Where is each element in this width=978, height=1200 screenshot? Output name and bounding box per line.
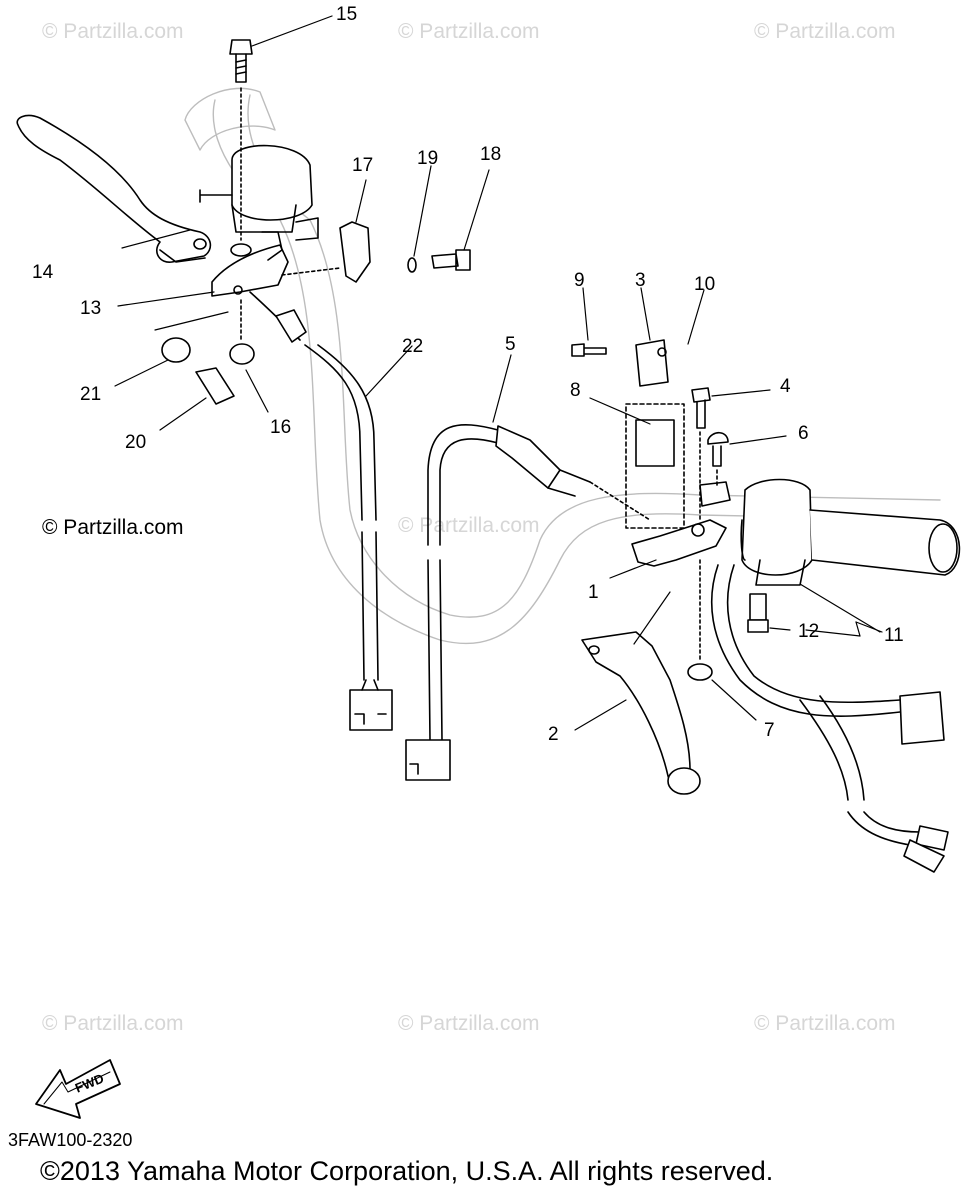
master-cylinder — [199, 144, 319, 241]
bolt-9 — [571, 343, 607, 357]
bolt-18 — [431, 249, 471, 271]
bracket-1 — [631, 481, 731, 567]
lever-2 — [581, 631, 701, 795]
clamp-13 — [211, 231, 289, 297]
bolt-20 — [195, 367, 235, 405]
watermark: © Partzilla.com — [398, 514, 540, 537]
callout-12: 12 — [798, 621, 820, 642]
callout-8: 8 — [570, 380, 581, 401]
callout-9: 9 — [574, 270, 585, 291]
fwd-arrow — [35, 1059, 121, 1119]
callout-3: 3 — [635, 270, 646, 291]
callout-22: 22 — [402, 336, 424, 357]
callout-16: 16 — [270, 417, 292, 438]
watermark: © Partzilla.com — [42, 20, 184, 43]
nut-16 — [229, 343, 255, 365]
callout-19: 19 — [417, 148, 439, 169]
screw-12 — [747, 593, 769, 633]
washer-19 — [407, 257, 417, 273]
watermark: © Partzilla.com — [398, 20, 540, 43]
screw-6 — [707, 431, 729, 487]
callout-21: 21 — [80, 384, 102, 405]
callout-7: 7 — [764, 720, 775, 741]
part-3 — [635, 339, 669, 387]
bolt-4 — [691, 387, 711, 521]
callout-4: 4 — [780, 376, 791, 397]
copyright-text: ©2013 Yamaha Motor Corporation, U.S.A. A… — [40, 1156, 774, 1186]
diagram-code: 3FAW100-2320 — [8, 1130, 133, 1150]
watermark: © Partzilla.com — [398, 1012, 540, 1035]
callout-20: 20 — [125, 432, 147, 453]
small-parts — [161, 221, 471, 405]
callout-5: 5 — [505, 334, 516, 355]
lever-14 — [16, 114, 212, 263]
cable-5 — [405, 424, 651, 781]
callout-10: 10 — [694, 274, 716, 295]
watermark: © Partzilla.com — [754, 20, 896, 43]
callout-13: 13 — [80, 298, 102, 319]
callout-1: 1 — [588, 582, 599, 603]
callout-18: 18 — [480, 144, 502, 165]
callout-14: 14 — [32, 262, 54, 283]
watermark-main: © Partzilla.com — [42, 516, 184, 539]
watermark: © Partzilla.com — [42, 1012, 184, 1035]
callout-11: 11 — [884, 625, 904, 646]
bolt-15 — [229, 39, 253, 241]
cable-22 — [249, 291, 393, 731]
leader-lines — [114, 15, 883, 731]
watermark: © Partzilla.com — [754, 1012, 896, 1035]
callout-15: 15 — [336, 4, 358, 25]
wire-harness — [710, 564, 949, 873]
callout-2: 2 — [548, 724, 559, 745]
nut-7 — [687, 559, 713, 681]
switch-assembly-11 — [740, 478, 961, 586]
callout-17: 17 — [352, 155, 374, 176]
clamp-17 — [339, 221, 371, 283]
nut-21 — [161, 337, 191, 363]
callout-6: 6 — [798, 423, 809, 444]
